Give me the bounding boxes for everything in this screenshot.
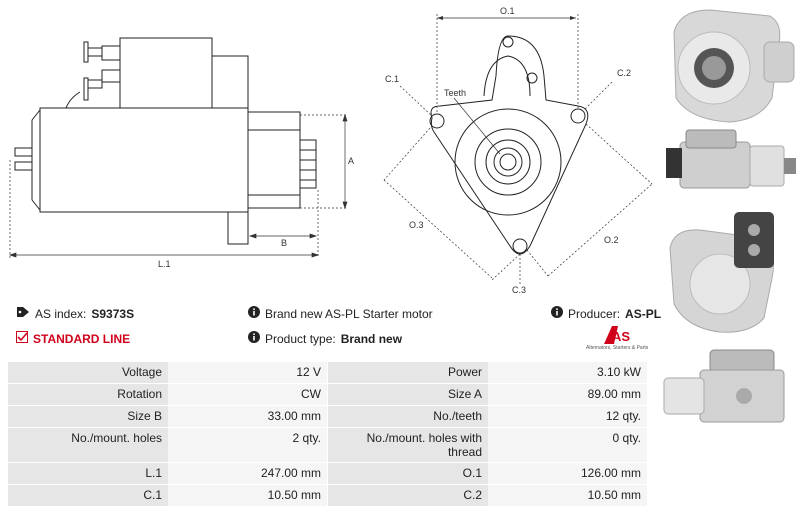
photo-rear-view xyxy=(669,212,774,333)
spec-label: C.1 xyxy=(8,485,168,507)
spec-value: 12 qty. xyxy=(488,406,648,428)
spec-value: 247.00 mm xyxy=(168,463,328,485)
spec-value: 89.00 mm xyxy=(488,384,648,406)
spec-value: 10.50 mm xyxy=(488,485,648,507)
description: Brand new AS-PL Starter motor xyxy=(248,306,433,321)
dim-label-l1: L.1 xyxy=(158,259,171,269)
front-view-dimensions xyxy=(383,14,653,284)
producer-value: AS-PL xyxy=(625,306,662,321)
spec-label: No./mount. holes xyxy=(8,428,168,463)
spec-value: 12 V xyxy=(168,362,328,384)
standard-line-text: STANDARD LINE xyxy=(33,331,131,346)
front-view-drawing xyxy=(429,35,589,255)
spec-label: L.1 xyxy=(8,463,168,485)
spec-value: 10.50 mm xyxy=(168,485,328,507)
dim-label-o1: O.1 xyxy=(500,6,515,16)
spec-value: 3.10 kW xyxy=(488,362,648,384)
spec-label: No./teeth xyxy=(328,406,488,428)
producer: Producer: AS-PL xyxy=(551,306,661,321)
producer-label: Producer: xyxy=(568,306,621,321)
dim-label-b: B xyxy=(281,238,287,248)
info-icon xyxy=(551,306,563,321)
spec-label: Size A xyxy=(328,384,488,406)
spec-label: No./mount. holes with thread xyxy=(328,428,488,463)
logo-tagline: Alternators, Starters & Parts xyxy=(586,345,649,351)
spec-label: Rotation xyxy=(8,384,168,406)
photo-front-view xyxy=(673,9,795,123)
spec-label: Power xyxy=(328,362,488,384)
dim-label-teeth: Teeth xyxy=(444,88,466,98)
info-icon xyxy=(248,331,260,346)
svg-text:AS: AS xyxy=(612,329,630,344)
as-pl-logo: AS Alternators, Starters & Parts xyxy=(586,326,648,351)
product-type-label: Product type: xyxy=(265,331,336,346)
dim-label-c2: C.2 xyxy=(617,68,631,78)
as-index: AS index: S9373S xyxy=(16,306,134,321)
photo-side-view-1 xyxy=(666,129,796,189)
tag-icon xyxy=(16,306,30,321)
as-index-label: AS index: xyxy=(35,306,87,321)
product-photos xyxy=(658,0,800,523)
side-view-dimensions xyxy=(8,113,348,258)
dim-label-a: A xyxy=(348,156,354,166)
as-logo-icon: AS xyxy=(604,326,630,344)
dim-label-o3: O.3 xyxy=(409,220,424,230)
spec-label: C.2 xyxy=(328,485,488,507)
spec-label: Size B xyxy=(8,406,168,428)
spec-label: Voltage xyxy=(8,362,168,384)
spec-value: 0 qty. xyxy=(488,428,648,463)
standard-line: STANDARD LINE xyxy=(16,331,130,346)
product-info: AS index: S9373S STANDARD LINE Brand new… xyxy=(0,306,661,362)
dim-label-c3: C.3 xyxy=(512,285,526,295)
photo-side-view-2 xyxy=(663,349,785,423)
spec-value: 2 qty. xyxy=(168,428,328,463)
technical-drawings: B A L.1 O.1 O.3 O.2 C.1 C.2 C.3 Teet xyxy=(8,6,653,295)
spec-label: O.1 xyxy=(328,463,488,485)
description-text: Brand new AS-PL Starter motor xyxy=(265,306,433,321)
dim-label-o2: O.2 xyxy=(604,235,619,245)
checkbox-checked-icon xyxy=(16,331,28,346)
spec-value: 126.00 mm xyxy=(488,463,648,485)
product-type-value: Brand new xyxy=(340,331,403,346)
dim-label-c1: C.1 xyxy=(385,74,399,84)
side-view-drawing xyxy=(14,37,317,245)
spec-value: 33.00 mm xyxy=(168,406,328,428)
product-type: Product type: Brand new xyxy=(248,331,402,346)
as-index-value: S9373S xyxy=(91,306,135,321)
spec-value: CW xyxy=(168,384,328,406)
info-icon xyxy=(248,306,260,321)
